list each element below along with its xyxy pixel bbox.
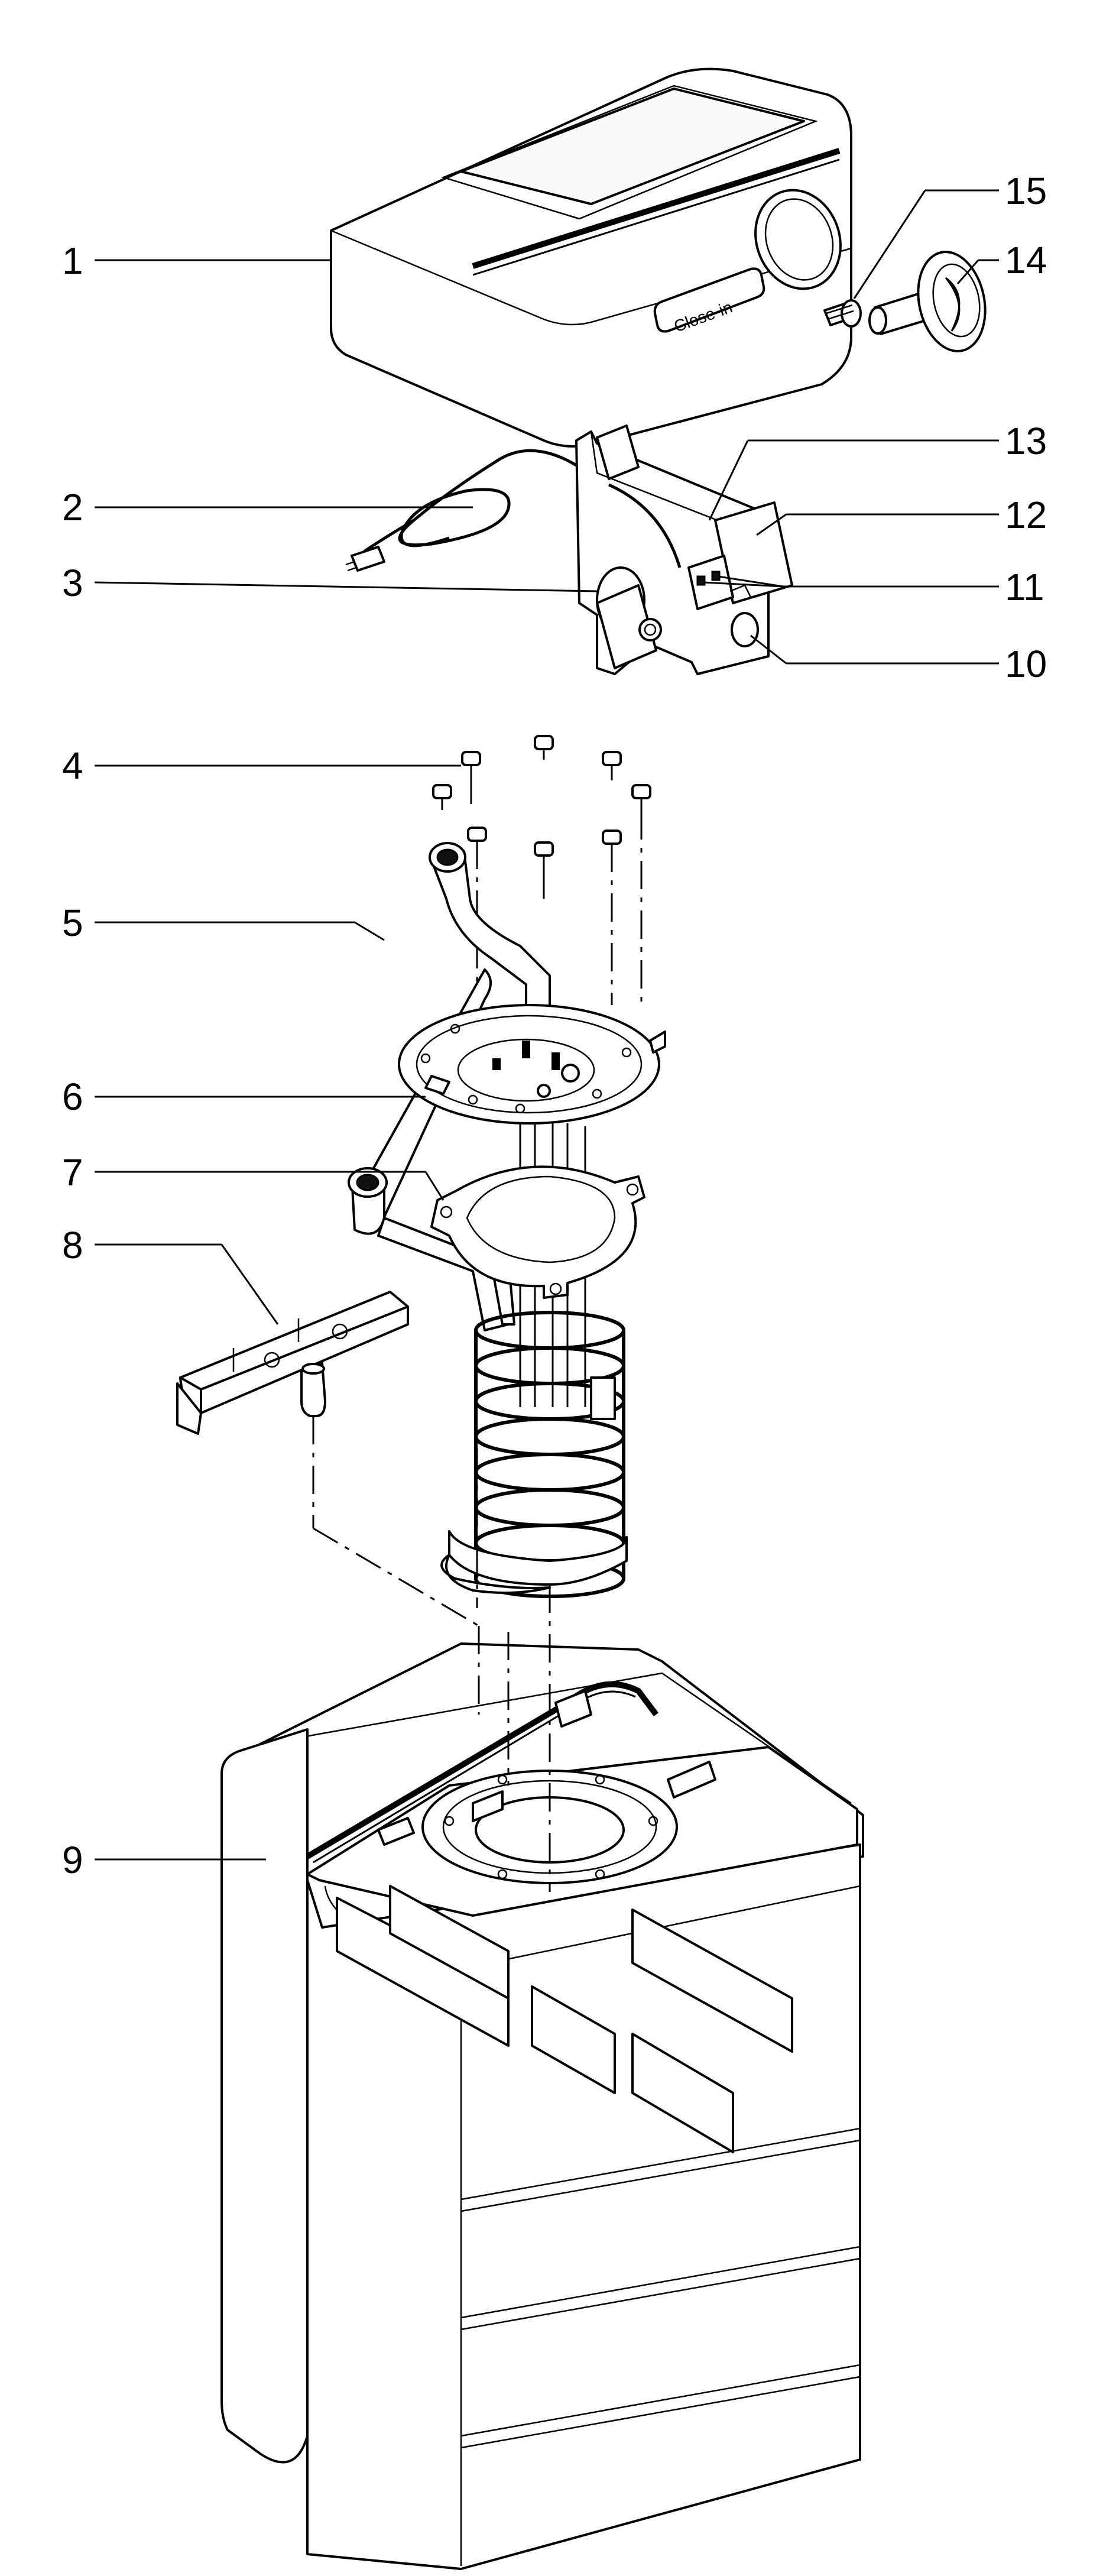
- svg-text:1: 1: [62, 239, 83, 282]
- part-5-heating-element: [348, 842, 666, 1598]
- svg-text:7: 7: [62, 1151, 83, 1194]
- callout-13: 13: [708, 420, 1047, 521]
- callout-4: 4: [62, 744, 461, 787]
- svg-text:9: 9: [62, 1839, 83, 1881]
- part-bracket-assembly: [575, 425, 793, 675]
- callout-3: 3: [62, 562, 598, 604]
- svg-text:10: 10: [1005, 643, 1047, 685]
- svg-text:2: 2: [62, 486, 83, 529]
- svg-text:8: 8: [62, 1224, 83, 1266]
- callout-15: 15: [853, 170, 1047, 299]
- svg-text:13: 13: [1005, 420, 1047, 462]
- part-14-knob: [868, 251, 987, 352]
- part-1-cover: Close-in: [330, 67, 852, 448]
- callout-11: 11: [703, 566, 1044, 608]
- svg-text:12: 12: [1005, 494, 1047, 536]
- callout-8: 8: [62, 1224, 279, 1325]
- svg-text:4: 4: [62, 744, 83, 787]
- part-9-tank: [220, 1449, 864, 2570]
- callout-1: 1: [62, 239, 331, 282]
- svg-text:15: 15: [1005, 170, 1047, 212]
- callout-9: 9: [62, 1839, 266, 1881]
- svg-text:5: 5: [62, 902, 83, 944]
- svg-text:14: 14: [1005, 239, 1047, 281]
- svg-text:6: 6: [62, 1075, 83, 1118]
- part-2-power-cord: [345, 449, 580, 572]
- part-8-bracket: [176, 1291, 479, 1627]
- part-15-screw: [823, 299, 862, 328]
- part-7-gasket: [430, 1165, 645, 1299]
- callout-2: 2: [62, 486, 473, 529]
- callout-12: 12: [756, 494, 1047, 536]
- callout-6: 6: [62, 1075, 426, 1118]
- callout-7: 7: [62, 1151, 445, 1201]
- callout-14: 14: [956, 239, 1047, 284]
- svg-text:3: 3: [62, 562, 83, 604]
- callout-5: 5: [62, 902, 385, 944]
- svg-text:11: 11: [1005, 566, 1044, 608]
- callout-10: 10: [750, 634, 1047, 685]
